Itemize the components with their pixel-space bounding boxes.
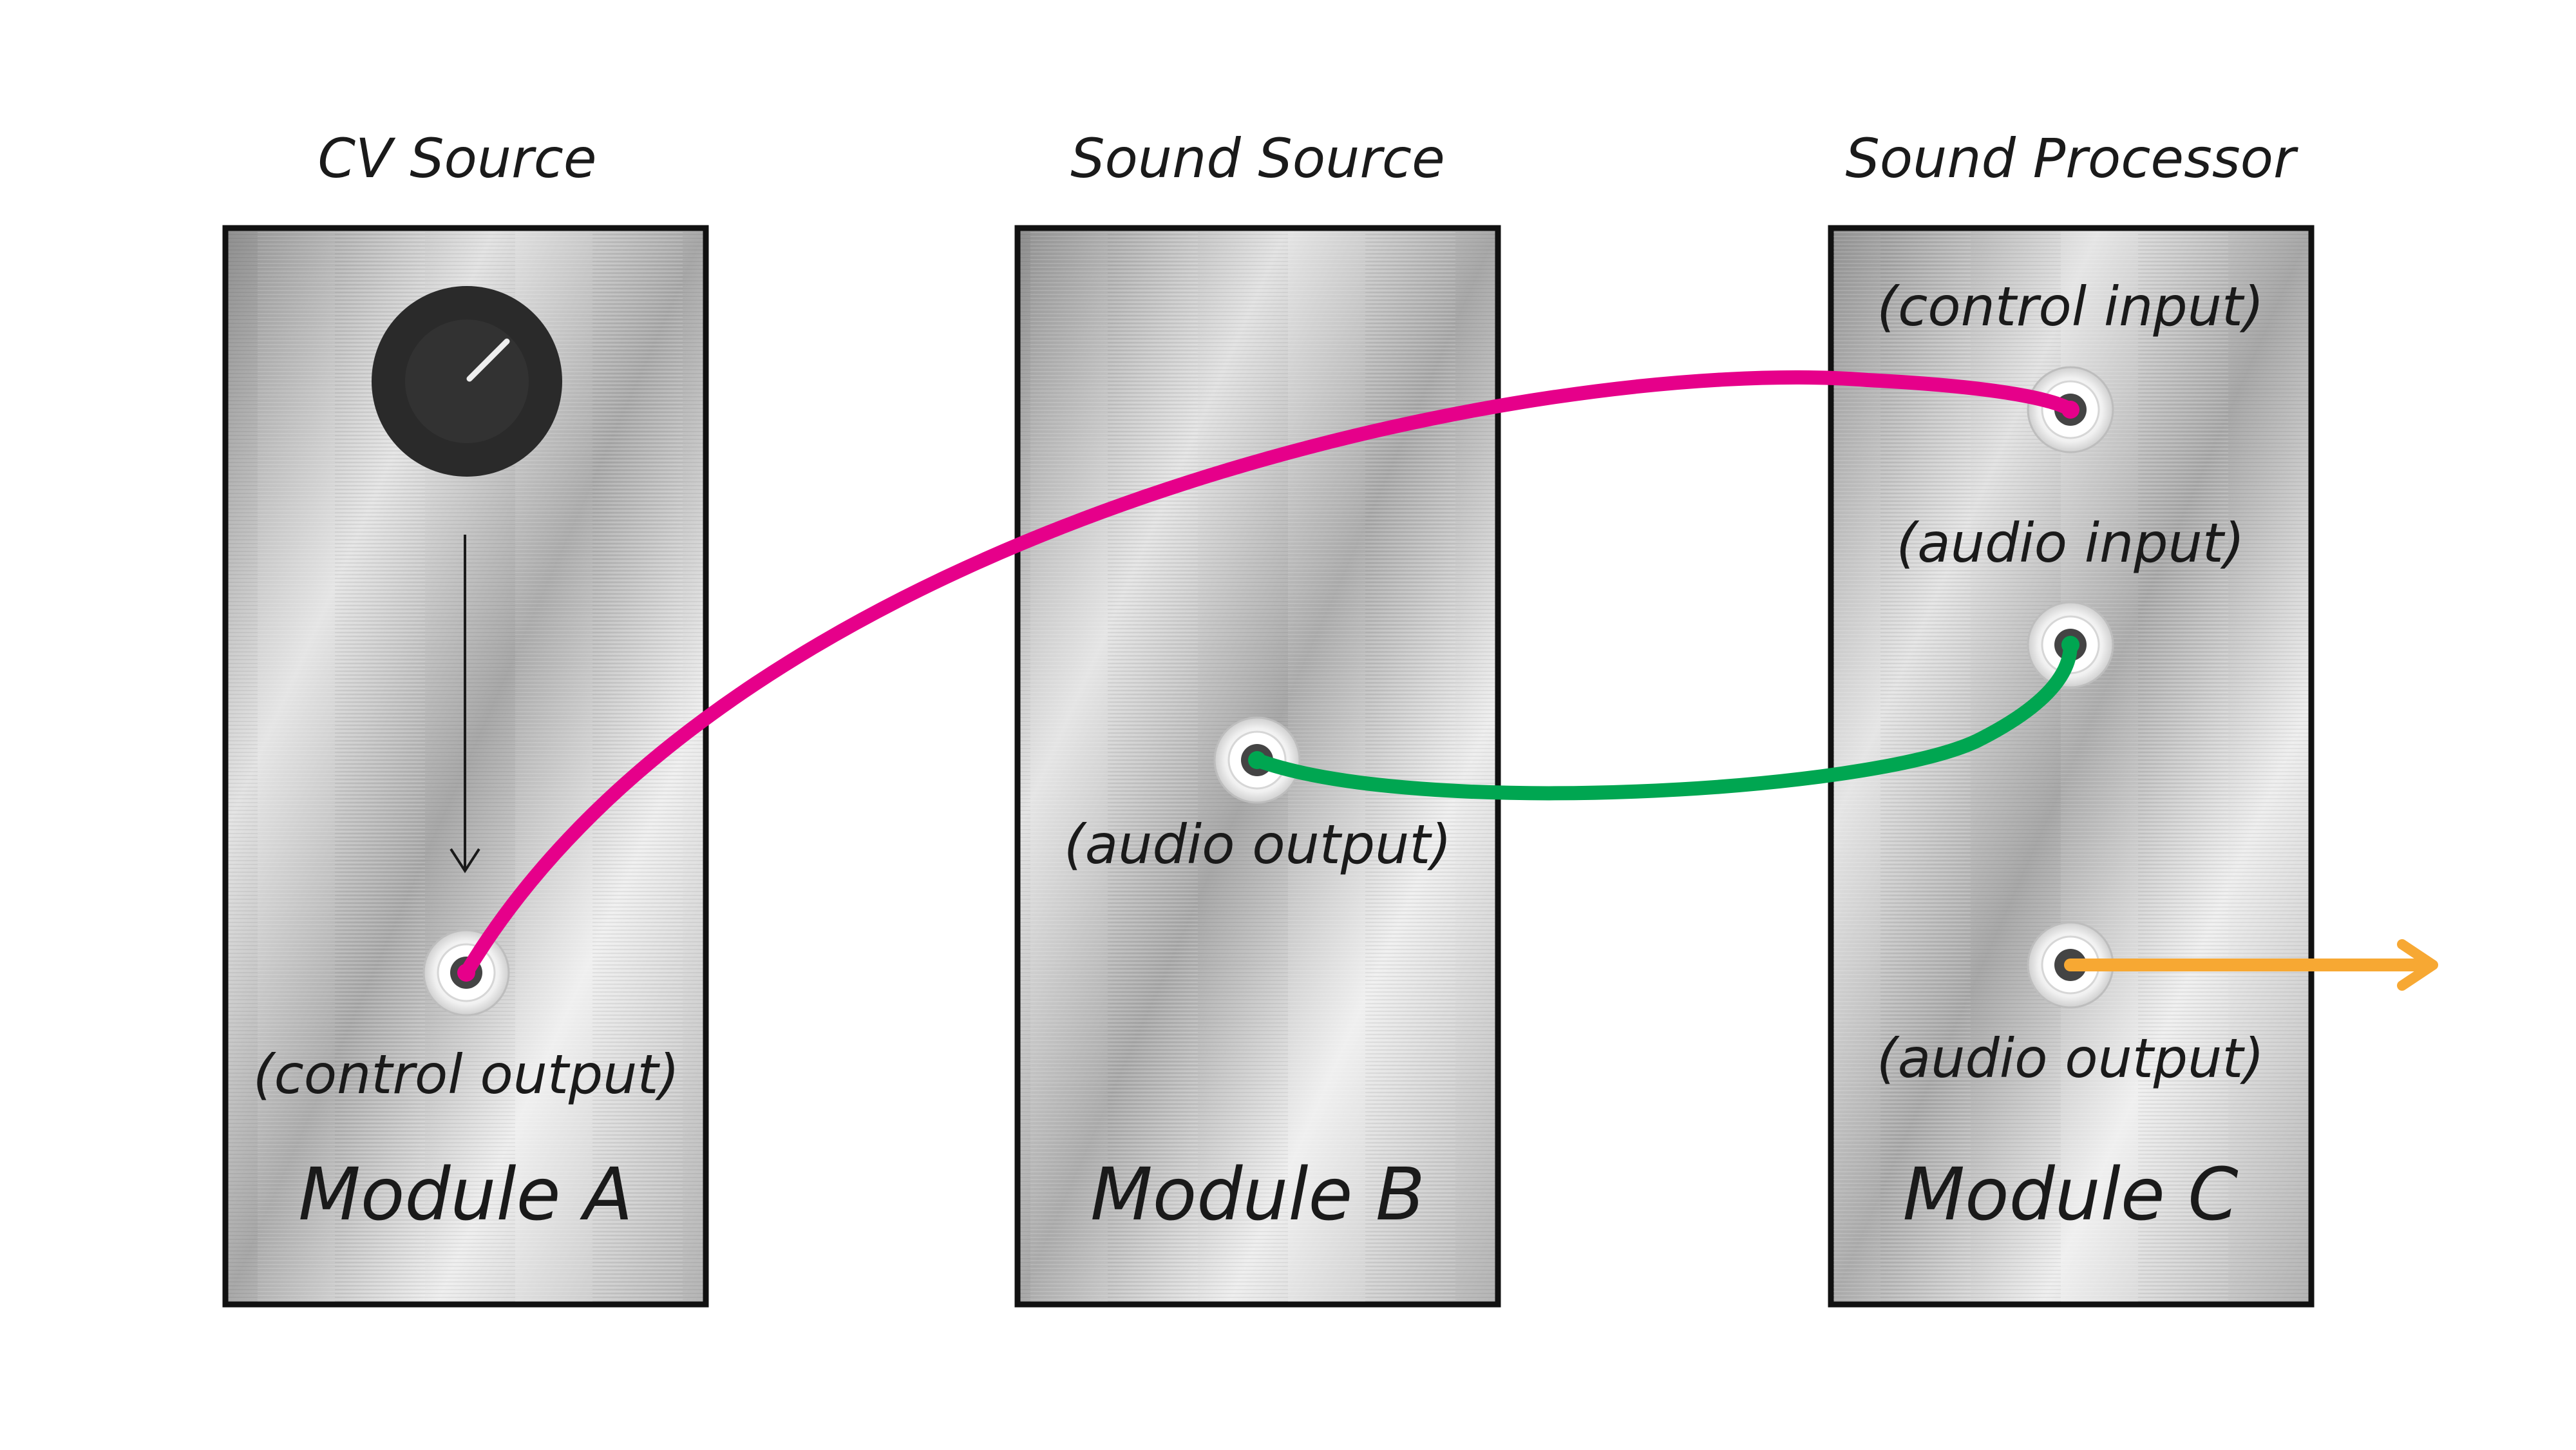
- control-cable-plug-a: [457, 964, 475, 982]
- module-b: Sound Source (audio output) Module B: [1014, 127, 1501, 1308]
- audio-cable[interactable]: [1250, 638, 2078, 801]
- module-c-audio-input-label: (audio input): [1896, 511, 2244, 575]
- audio-cable-plug-b: [1248, 751, 1266, 769]
- knob-indicator: [466, 338, 510, 382]
- module-c-title: Sound Processor: [1845, 127, 2298, 190]
- module-a-name: Module A: [298, 1153, 632, 1237]
- cv-knob[interactable]: [372, 286, 562, 477]
- module-c-audio-output-label: (audio output): [1877, 1027, 2264, 1090]
- audio-cable-plug-c: [2061, 636, 2079, 654]
- module-b-audio-output-label: (audio output): [1064, 813, 1452, 876]
- control-cable-plug-c: [2061, 401, 2079, 419]
- module-b-name: Module B: [1090, 1153, 1425, 1237]
- module-a-title: CV Source: [317, 127, 596, 190]
- knob-down-arrow: [450, 535, 480, 873]
- module-a: CV Source (control output) Module A: [222, 127, 709, 1308]
- module-c: Sound Processor (control input) (audio i…: [1828, 127, 2315, 1308]
- control-cable[interactable]: [459, 370, 2078, 980]
- module-c-control-input-label: (control input): [1877, 275, 2264, 338]
- module-a-control-output-label: (control output): [253, 1043, 679, 1106]
- module-b-title: Sound Source: [1070, 127, 1445, 190]
- module-c-name: Module C: [1902, 1153, 2238, 1237]
